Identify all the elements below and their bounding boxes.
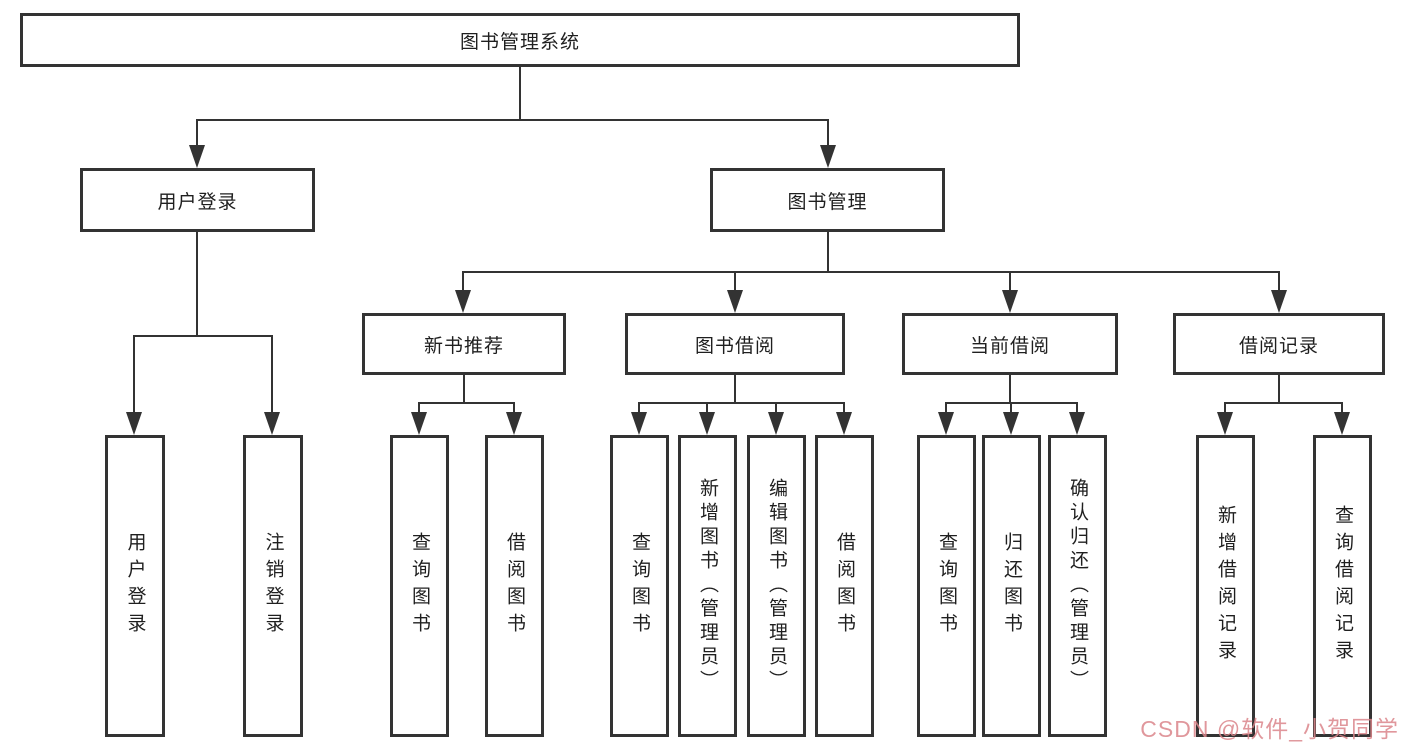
csdn-watermark: CSDN @软件_小贺同学 [1140, 716, 1399, 742]
node-current-borrow: 当前借阅 [902, 313, 1118, 375]
arrow-down-icon [1334, 412, 1350, 435]
connector-line [418, 402, 420, 413]
node-label: 图书借阅 [694, 335, 775, 357]
node-label: 查询借阅记录 [1332, 505, 1353, 667]
connector-line [946, 402, 1078, 404]
connector-line [706, 402, 708, 413]
arrow-down-icon [699, 412, 715, 435]
leaf-borrow-edit-books-admin: 编辑图书（管理员） [747, 435, 806, 737]
leaf-borrow-query-books: 查询图书 [610, 435, 669, 737]
connector-line [1009, 375, 1011, 404]
connector-line [945, 402, 947, 413]
leaf-user-login: 用户登录 [105, 435, 165, 737]
arrow-down-icon [189, 145, 205, 168]
connector-line [638, 402, 640, 413]
connector-line [1224, 402, 1226, 413]
connector-line [1278, 271, 1280, 291]
node-label: 归还图书 [1001, 532, 1022, 640]
arrow-down-icon [411, 412, 427, 435]
leaf-recommend-borrow-books: 借阅图书 [485, 435, 544, 737]
connector-line [734, 375, 736, 404]
node-label: 图书管理系统 [459, 31, 580, 53]
node-label: 查询图书 [409, 532, 430, 640]
node-label: 图书管理 [787, 191, 868, 213]
arrow-down-icon [768, 412, 784, 435]
connector-line [1009, 271, 1011, 291]
node-label: 查询图书 [629, 532, 650, 640]
connector-line [827, 232, 829, 273]
connector-line [133, 335, 135, 413]
arrow-down-icon [1003, 412, 1019, 435]
node-label: 用户登录 [124, 532, 146, 640]
leaf-records-add-record: 新增借阅记录 [1196, 435, 1255, 737]
connector-line [462, 271, 464, 291]
leaf-current-query-books: 查询图书 [917, 435, 976, 737]
connector-line [1225, 402, 1343, 404]
node-label: 确认归还（管理员） [1067, 478, 1088, 694]
connector-line [196, 232, 198, 337]
connector-line [463, 375, 465, 404]
connector-line [639, 402, 845, 404]
connector-line [734, 271, 736, 291]
leaf-borrow-add-books-admin: 新增图书（管理员） [678, 435, 737, 737]
node-label: 新增图书（管理员） [697, 478, 718, 694]
connector-line [1076, 402, 1078, 413]
connector-line [271, 335, 273, 413]
connector-line [463, 271, 1280, 273]
arrow-down-icon [1002, 290, 1018, 313]
node-label: 借阅记录 [1238, 335, 1319, 357]
arrow-down-icon [727, 290, 743, 313]
arrow-down-icon [1271, 290, 1287, 313]
arrow-down-icon [938, 412, 954, 435]
node-label: 当前借阅 [969, 335, 1050, 357]
node-book-management: 图书管理 [710, 168, 945, 232]
leaf-logout: 注销登录 [243, 435, 303, 737]
node-book-management-system: 图书管理系统 [20, 13, 1020, 67]
node-label: 查询图书 [936, 532, 957, 640]
connector-line [843, 402, 845, 413]
node-label: 注销登录 [262, 532, 284, 640]
arrow-down-icon [264, 412, 280, 435]
leaf-borrow-borrow-books: 借阅图书 [815, 435, 874, 737]
leaf-recommend-query-books: 查询图书 [390, 435, 449, 737]
arrow-down-icon [1217, 412, 1233, 435]
connector-line [196, 119, 198, 146]
arrow-down-icon [631, 412, 647, 435]
node-borrow-records: 借阅记录 [1173, 313, 1385, 375]
leaf-current-return-books: 归还图书 [982, 435, 1041, 737]
node-label: 编辑图书（管理员） [766, 478, 787, 694]
node-label: 用户登录 [157, 191, 238, 213]
connector-line [519, 67, 521, 120]
node-label: 借阅图书 [504, 532, 525, 640]
connector-line [513, 402, 515, 413]
connector-line [1278, 375, 1280, 404]
connector-line [1010, 402, 1012, 413]
node-new-book-recommend: 新书推荐 [362, 313, 566, 375]
connector-line [775, 402, 777, 413]
connector-line [196, 119, 829, 121]
leaf-records-query-record: 查询借阅记录 [1313, 435, 1372, 737]
node-user-login: 用户登录 [80, 168, 315, 232]
node-book-borrow: 图书借阅 [625, 313, 845, 375]
arrow-down-icon [836, 412, 852, 435]
connector-line [1341, 402, 1343, 413]
arrow-down-icon [1069, 412, 1085, 435]
connector-line [827, 119, 829, 146]
node-label: 新书推荐 [423, 335, 504, 357]
arrow-down-icon [820, 145, 836, 168]
arrow-down-icon [506, 412, 522, 435]
connector-line [419, 402, 515, 404]
node-label: 新增借阅记录 [1215, 505, 1236, 667]
connector-line [133, 335, 273, 337]
arrow-down-icon [455, 290, 471, 313]
leaf-current-confirm-return-admin: 确认归还（管理员） [1048, 435, 1107, 737]
arrow-down-icon [126, 412, 142, 435]
node-label: 借阅图书 [834, 532, 855, 640]
